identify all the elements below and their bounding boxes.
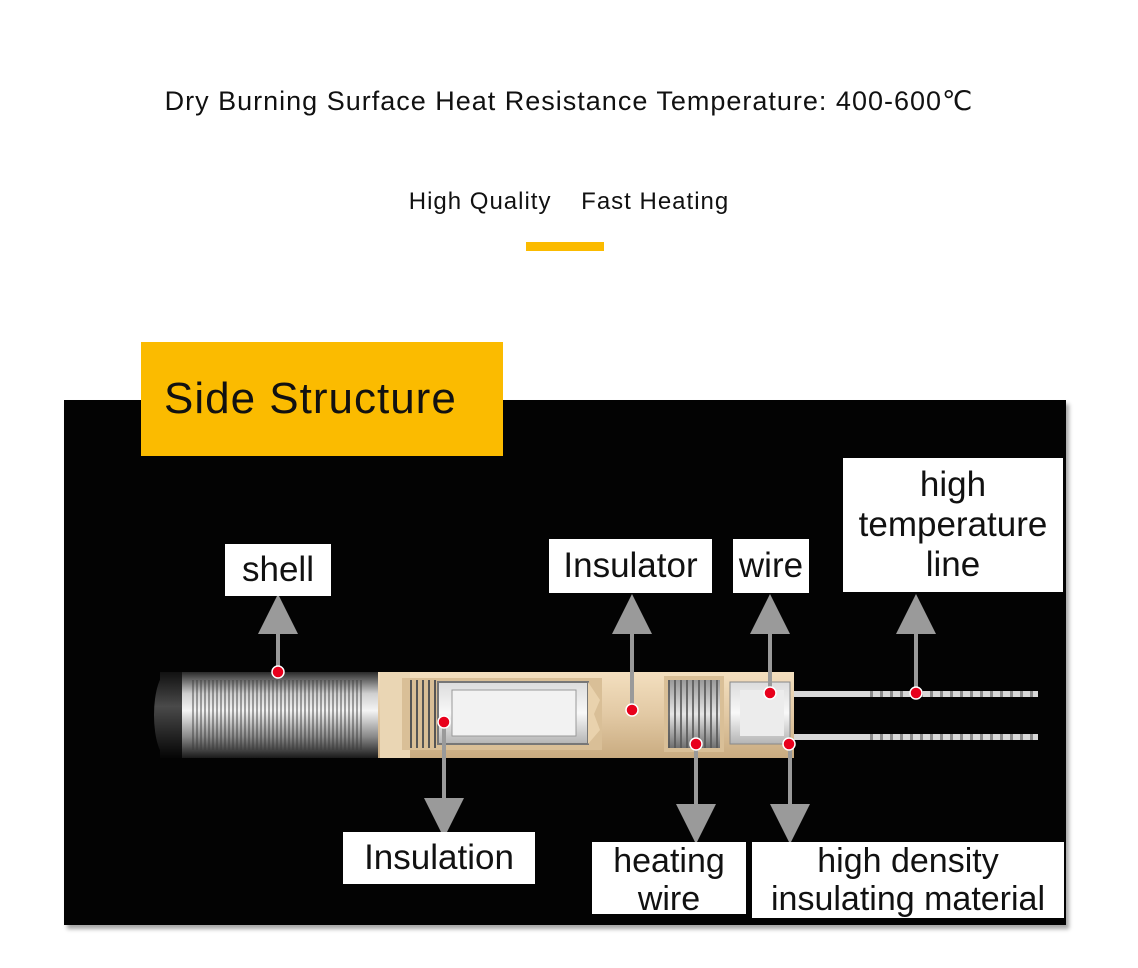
marker-shell — [271, 665, 285, 679]
label-high-density-insulating-material: high density insulating material — [752, 842, 1064, 918]
markers — [271, 665, 923, 751]
marker-high-density — [782, 737, 796, 751]
label-insulation: Insulation — [343, 832, 535, 884]
label-insulator: Insulator — [549, 539, 712, 593]
arrows-up — [258, 594, 936, 704]
tag-high-quality: High Quality — [408, 188, 552, 215]
lead-wires — [790, 691, 1038, 740]
marker-high-temp-line — [909, 686, 923, 700]
accent-bar — [526, 242, 604, 251]
insulator-body — [378, 672, 794, 758]
marker-wire — [763, 686, 777, 700]
tag-fast-heating: Fast Heating — [581, 188, 730, 215]
arrows-down — [424, 726, 810, 844]
marker-insulation — [437, 715, 451, 729]
label-shell: shell — [225, 544, 331, 596]
marker-insulator — [625, 703, 639, 717]
section-title: Side Structure — [141, 342, 503, 456]
label-wire: wire — [733, 539, 809, 593]
label-high-temperature-line: high temperature line — [843, 458, 1063, 592]
tagline: High Quality Fast Heating — [0, 188, 1138, 216]
shell-tube — [154, 672, 390, 758]
label-heating-wire: heating wire — [592, 842, 746, 918]
marker-heating-wire — [689, 737, 703, 751]
headline: Dry Burning Surface Heat Resistance Temp… — [164, 86, 974, 116]
